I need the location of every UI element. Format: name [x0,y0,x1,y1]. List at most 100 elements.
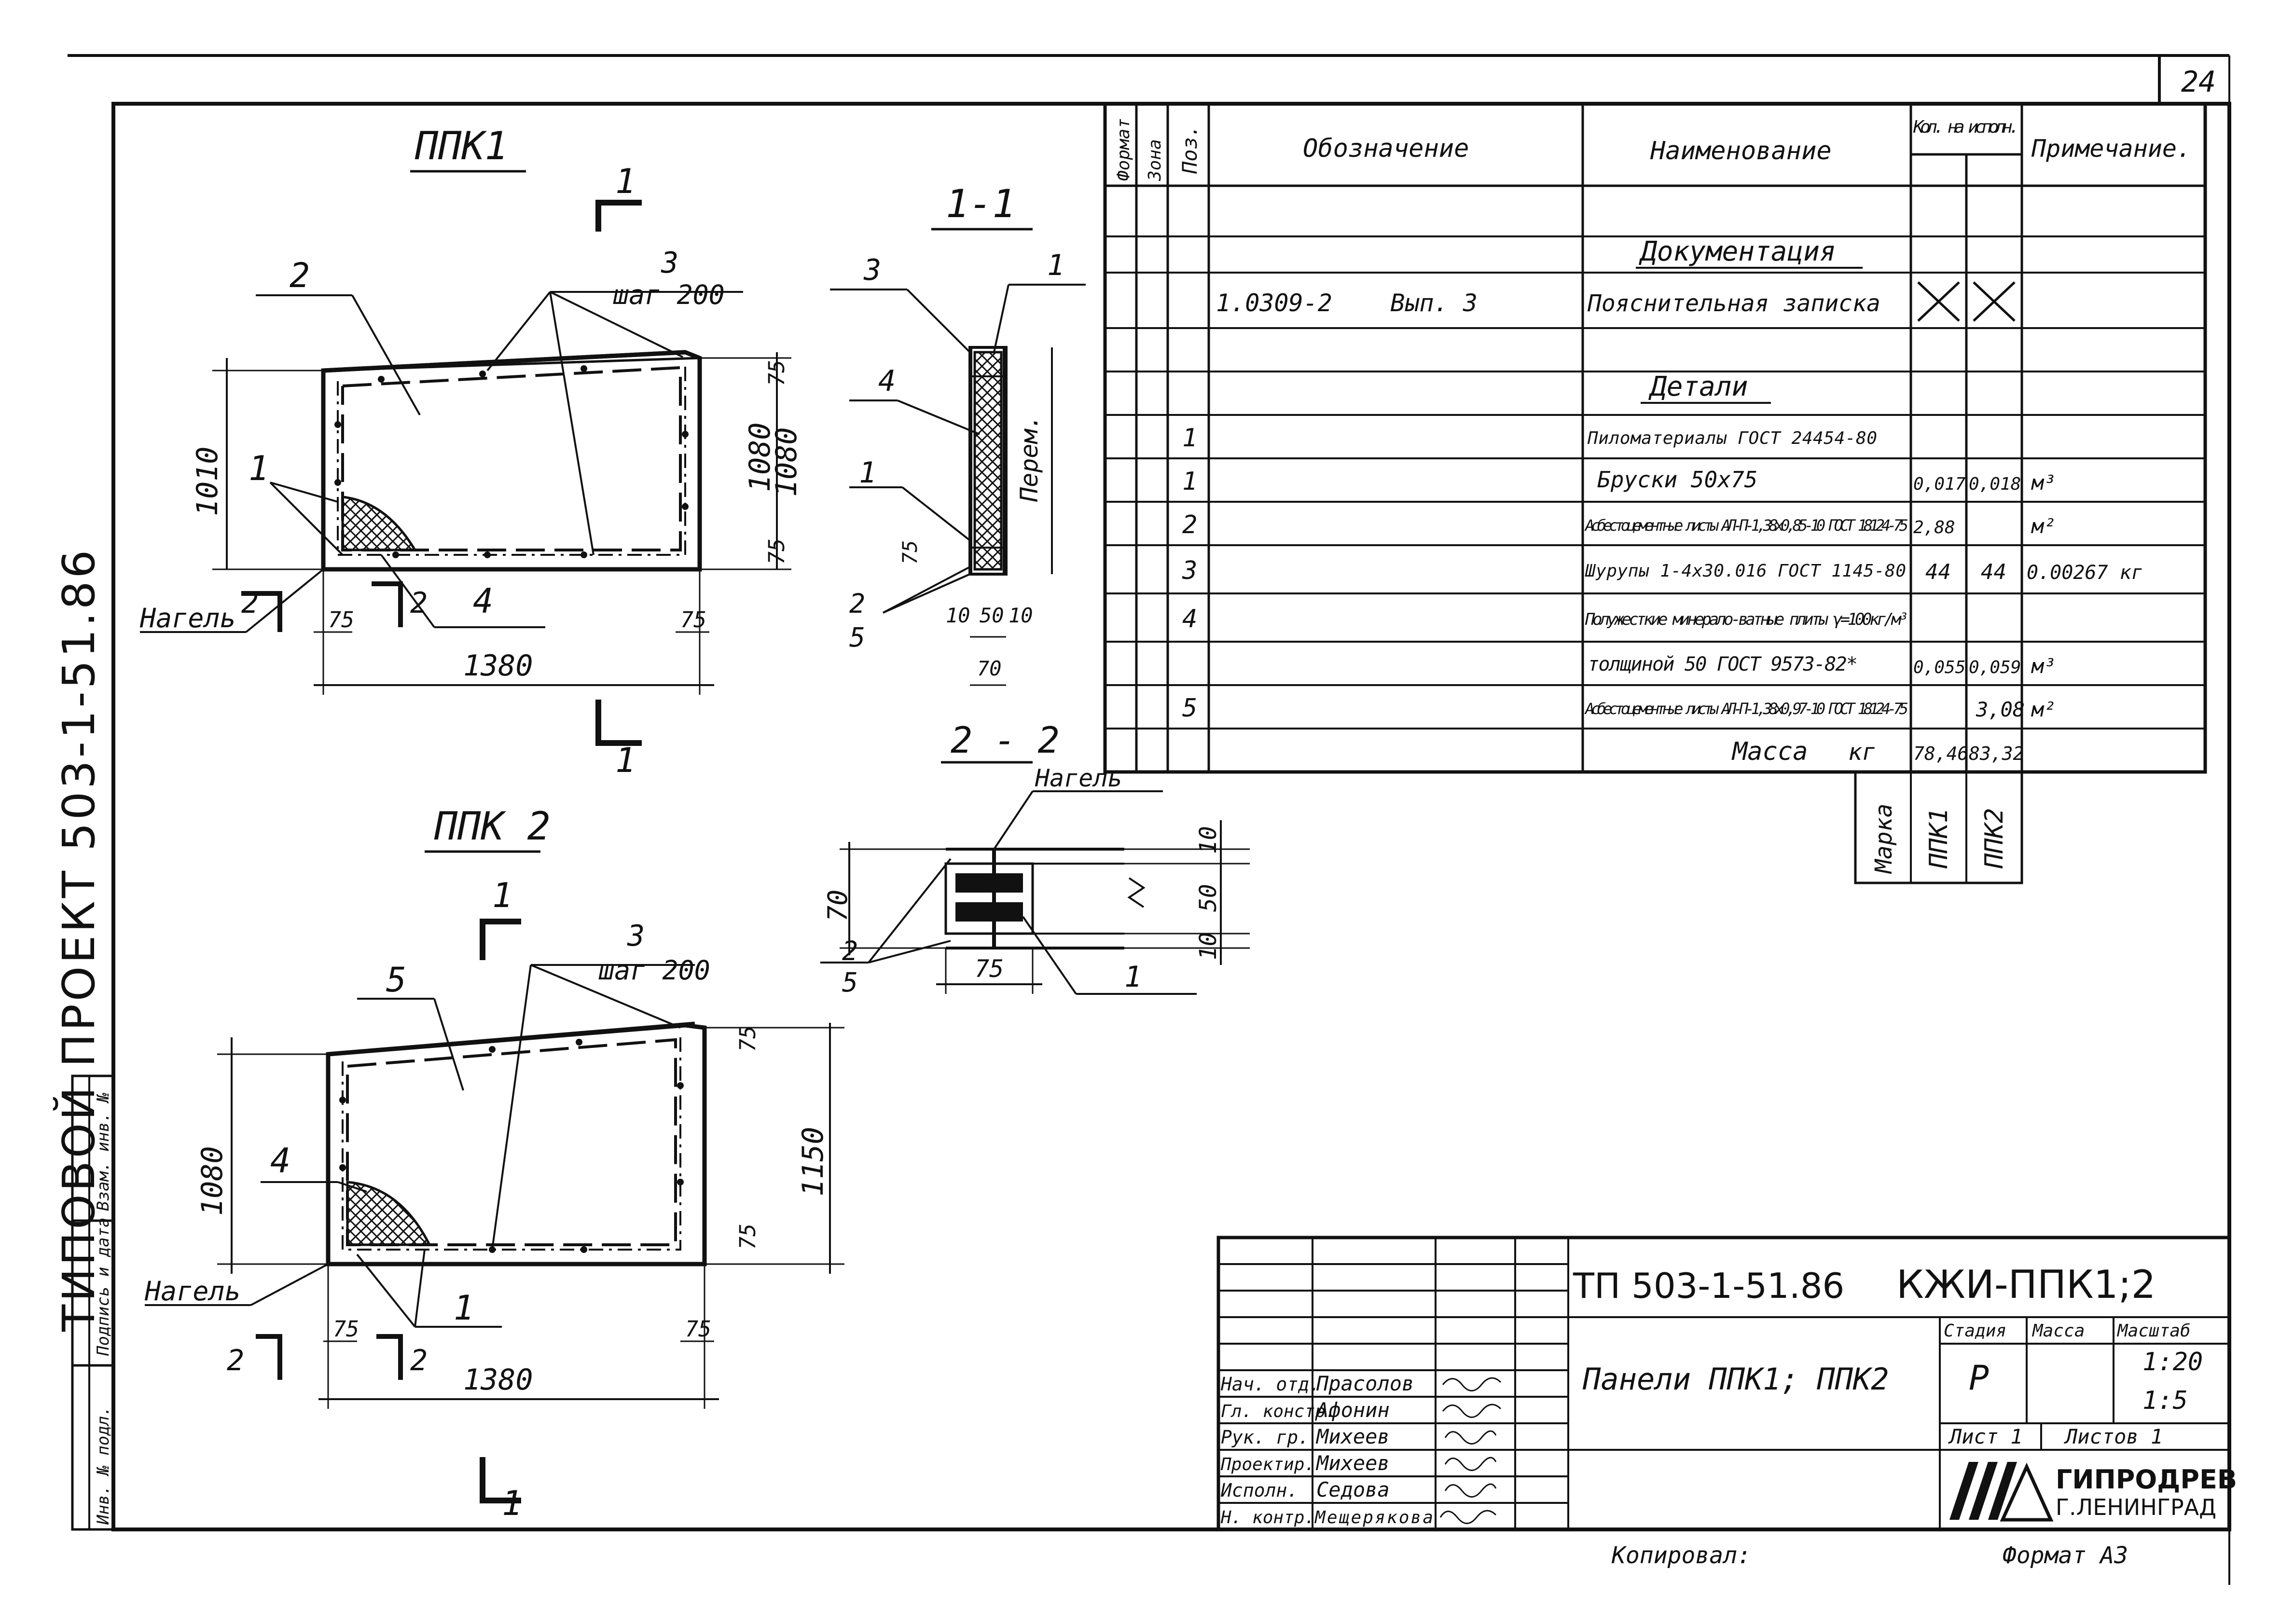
spec-row: 1 Бруски 50х75 0,017 0,018 м³ [1182,467,2056,496]
side-col-3: Взам. инв. № [94,1092,113,1211]
person-role: Исполн. [1220,1480,1298,1501]
spec-marka-label: Марка [1870,804,1897,875]
person-name: Прасолов [1316,1372,1414,1395]
sheet-label: Лист 1 [1948,1425,2023,1448]
spec-row-pos: 2 [1182,510,1197,539]
ppk1-drawing: ППК1 1 3 шаг 200 2 1 4 Нагель 2 2 1010 1… [139,124,791,780]
section11-dim-75: 75 [898,540,922,564]
ppk2-title: ППК 2 [434,804,551,849]
spec-row-pos: 4 [1182,605,1197,633]
mass-header: Масса [2031,1321,2085,1341]
spec-row-name: Полужесткие минерало-ватные плиты γ=100к… [1585,610,1908,629]
section-2-2: 2 - 2 Нагель 70 10 50 10 75 2 5 1 [820,719,1250,998]
person-role: Проектир. [1220,1455,1315,1474]
spec-header-note: Примечание. [2031,135,2191,163]
spec-row: толщиной 50 ГОСТ 9573-82* 0,055 0,059 м³ [1588,653,2056,678]
section11-label-5: 5 [849,622,865,653]
section22-nagel: Нагель [1035,764,1122,792]
ppk1-cut-bottom: 1 [615,741,636,780]
ppk2-dim-h-left: 1080 [195,1146,229,1216]
ppk1-dim-75b: 75 [764,538,789,564]
section11-dim-50: 50 [980,604,1004,627]
spec-mass-unit: кг [1848,739,1876,766]
ppk2-label-3: 3 [627,919,645,953]
org-logo [1949,1462,2054,1522]
spec-row: 5 Асбестоцементные листы АЛ-П-1,38х0,97-… [1182,694,2056,723]
section11-label-4: 4 [878,364,896,398]
spec-header-designation: Обозначение [1303,134,1469,163]
person-role: Н. контр. [1220,1508,1315,1528]
doc-number: ТП 503-1-51.86 [1573,1266,1844,1306]
section22-label-5: 5 [842,967,858,998]
spec-row-name: Асбестоцементные листы АЛ-П-1,38х0,97-10… [1584,700,1908,718]
spec-doc-designation: 1.0309-2 Вып. 3 [1216,289,1478,317]
ppk1-dim-75c: 75 [328,607,354,633]
section11-title: 1-1 [946,181,1016,226]
spec-mass-label: Масса [1731,737,1808,766]
spec-row-note: м² [2031,698,2056,721]
spec-row-pos: 5 [1182,694,1197,723]
person-name: Афонин [1315,1398,1390,1422]
section11-dim-10a: 10 [946,604,970,627]
ppk1-cut-left: 2 [241,586,259,620]
section22-dim-70: 70 [822,890,853,922]
page-number: 24 [2181,65,2216,99]
org-name: ГИПРОДРЕВ [2056,1464,2237,1495]
spec-header-qty: Кол. на исполн. [1913,117,2019,137]
title-block: ТП 503-1-51.86 КЖИ-ППК1;2 Панели ППК1; П… [1216,1236,2237,1569]
ppk2-dim-75c: 75 [333,1316,359,1342]
section22-dim-10b: 10 [1195,932,1222,960]
section22-dim-50: 50 [1195,884,1222,912]
sheets-label: Листов 1 [2064,1425,2163,1448]
spec-row-pos: 1 [1182,467,1197,496]
side-col-2: Подпись и дата [94,1217,113,1356]
spec-row-q2: 3,08 [1976,698,2025,721]
spec-header-name: Наименование [1650,137,1832,165]
side-stamp: ТИПОВОЙ ПРОЕКТ 503-1-51.86 Инв. № подл. … [53,547,115,1531]
side-col-1: Инв. № подл. [94,1406,113,1525]
scale-value-1: 1:20 [2142,1348,2203,1376]
ppk1-dim-75d: 75 [680,607,706,633]
section11-dim-70: 70 [977,657,1002,680]
ppk1-nagel: Нагель [139,603,236,633]
doc-title: Панели ППК1; ППК2 [1582,1362,1889,1397]
spec-row: 3 Шурупы 1-4х30.016 ГОСТ 1145-80 44 44 0… [1182,556,2143,585]
spec-mass-q2: 83,32 [1969,743,2024,764]
ppk2-drawing: ППК 2 1 3 шаг 200 5 4 1 Нагель 2 2 1080 … [144,804,844,1523]
handwritten-signatures [1439,1377,1502,1524]
spec-row-note: м³ [2031,471,2056,495]
side-stamp-text: ТИПОВОЙ ПРОЕКТ 503-1-51.86 [53,547,105,1332]
ppk1-label-4: 4 [473,581,493,621]
ppk2-label-1: 1 [454,1288,474,1328]
spec-row-name: Пиломатериалы ГОСТ 24454-80 [1587,428,1877,448]
ppk1-label-2: 2 [290,256,310,295]
spec-doc-name: Пояснительная записка [1587,290,1880,317]
person-role: Рук. гр. [1221,1427,1309,1448]
spec-row-q2: 0,018 [1969,474,2021,494]
ppk1-label-1: 1 [249,449,269,488]
person-name: Мещерякова [1314,1508,1433,1528]
ppk1-label-3: 3 [661,246,678,280]
ppk2-dim-h-right: 1150 [796,1127,830,1197]
ppk2-step: шаг 200 [598,955,710,986]
ppk2-dim-75d: 75 [685,1316,711,1342]
spec-row-q2: 44 [1981,560,2006,584]
section-1-1: 1-1 1080 Перем. 10 50 10 70 75 3 1 4 1 2… [770,181,1086,686]
spec-row: 1 Пиломатериалы ГОСТ 24454-80 [1182,424,1877,453]
ppk2-nagel: Нагель [144,1276,241,1307]
copied-label: Копировал: [1611,1542,1751,1569]
section11-label-1a: 1 [1047,248,1064,282]
spec-marka-ppk2: ППК2 [1980,808,2009,869]
ppk1-dim-75a: 75 [764,360,789,386]
spec-row-note: м² [2031,514,2056,538]
spec-mass-q1: 78,46 [1913,743,1968,764]
ppk1-dim-width: 1380 [463,649,533,683]
person-name: Михеев [1315,1451,1390,1475]
spec-marka-ppk1: ППК1 [1924,808,1953,869]
stage-value: Р [1969,1358,1989,1398]
person-role: Нач. отд. [1220,1374,1320,1395]
person-role: Гл. констр. [1221,1402,1336,1421]
spec-details-section: Детали [1648,371,1748,402]
spec-row-q2: 0,059 [1969,658,2021,677]
